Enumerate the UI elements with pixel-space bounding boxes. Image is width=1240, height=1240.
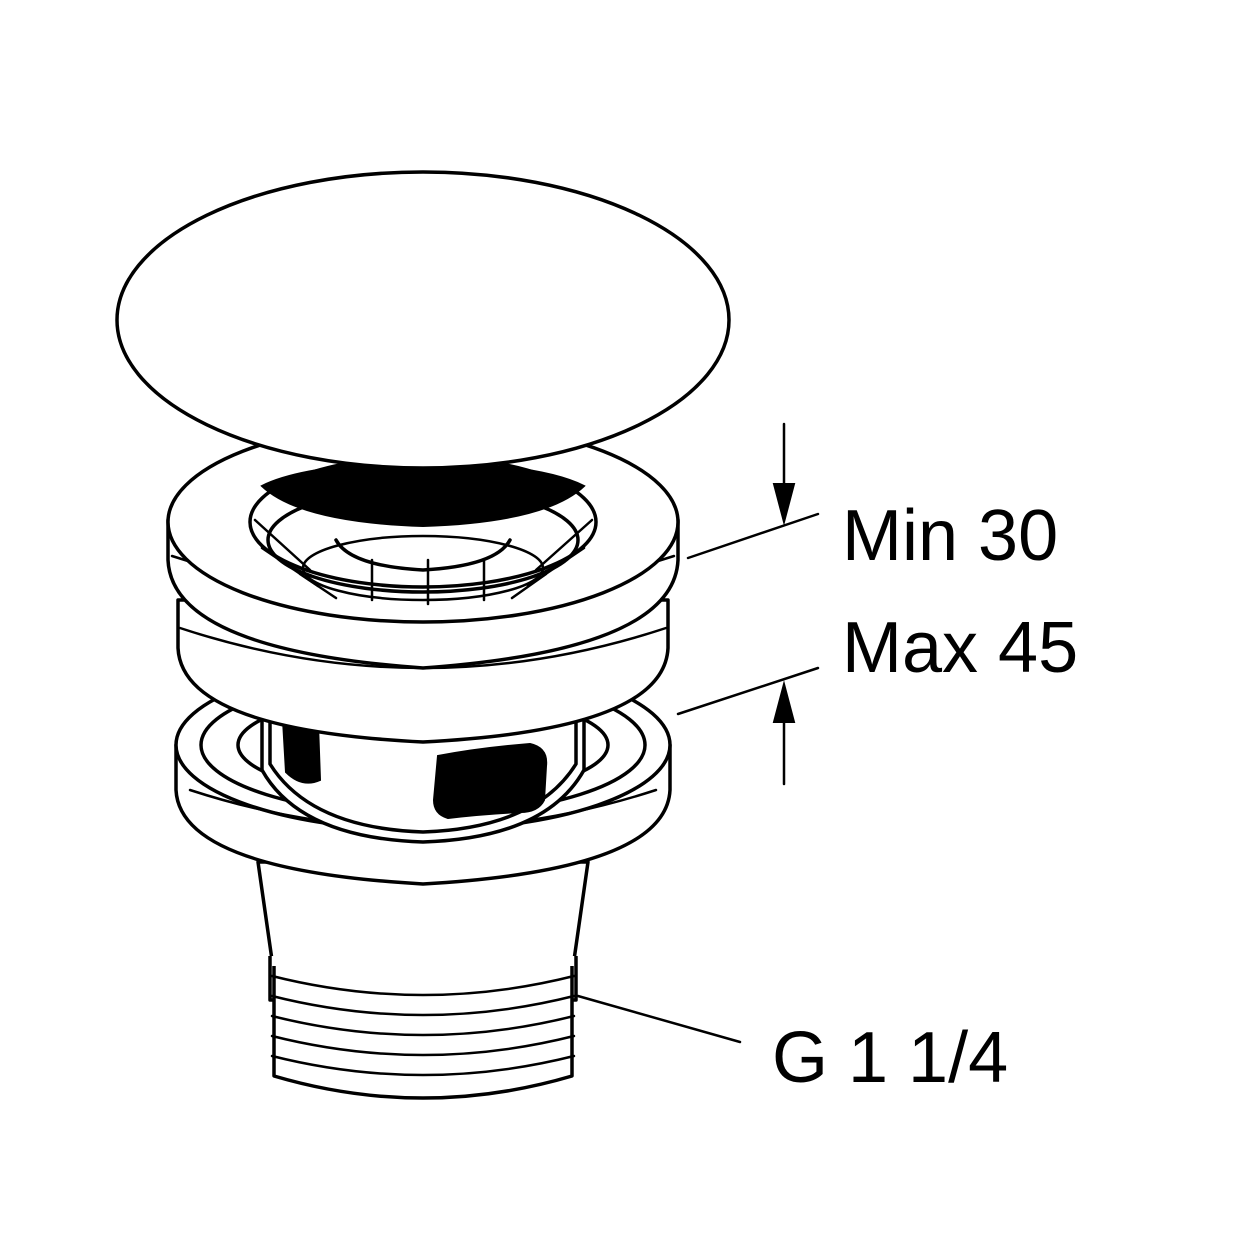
down-arrow-icon — [772, 483, 796, 526]
thread-leader-line — [576, 994, 742, 1044]
max-label: Max 45 — [842, 608, 1078, 688]
min-label: Min 30 — [842, 496, 1058, 576]
min-leader-line — [686, 512, 820, 560]
strainer-spokes — [253, 518, 594, 606]
max-leader-line — [676, 666, 820, 716]
popup-cap — [115, 170, 731, 528]
up-arrow-icon — [772, 680, 796, 723]
thread-size-label: G 1 1/4 — [772, 1018, 1008, 1098]
dimension-marks — [676, 422, 820, 786]
threaded-tailpiece — [256, 860, 590, 1100]
overflow-slot-right — [432, 742, 548, 820]
